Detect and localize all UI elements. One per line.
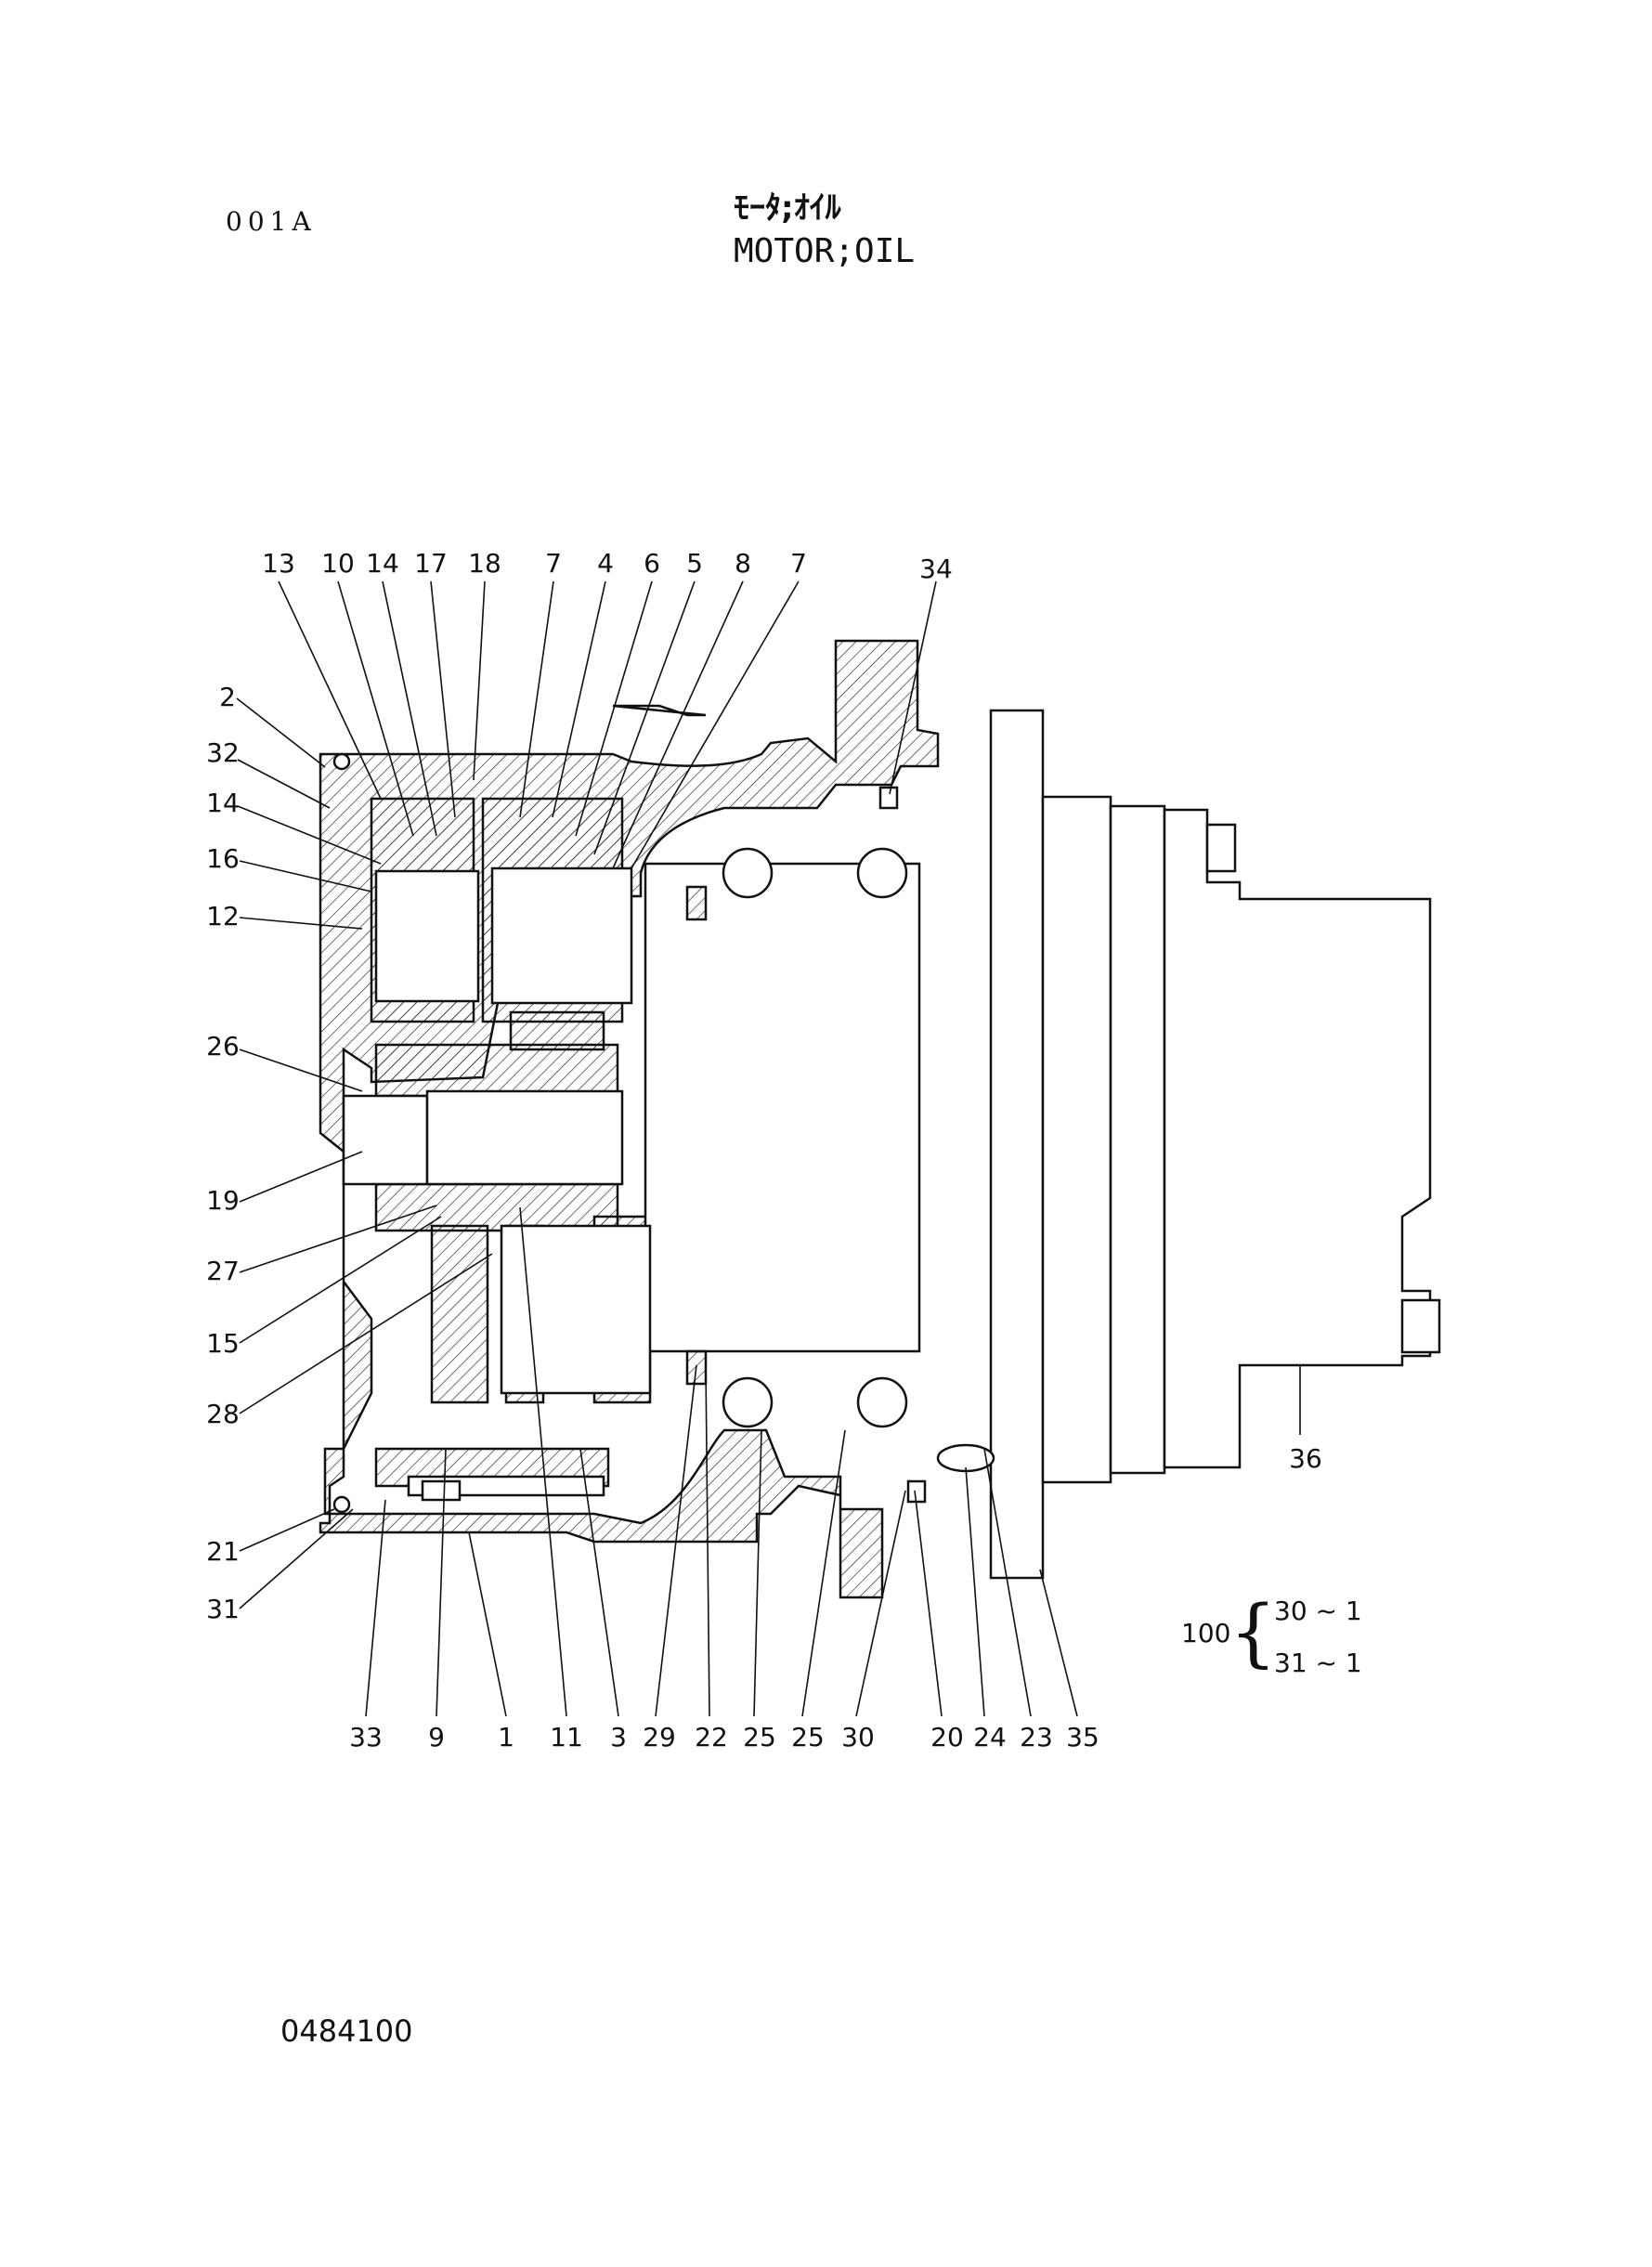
motor-body	[989, 709, 1441, 1580]
callout-8: 8	[735, 548, 751, 579]
callout-30: 30	[841, 1722, 875, 1752]
callout-14-left: 14	[206, 788, 240, 818]
callout-4: 4	[597, 548, 614, 579]
callout-23: 23	[1020, 1722, 1053, 1752]
leader-lines	[236, 580, 1301, 1717]
callout-1: 1	[498, 1722, 514, 1752]
callout-5: 5	[686, 548, 703, 579]
callout-13: 13	[262, 548, 295, 579]
callout-6: 6	[644, 548, 660, 579]
gear-housing	[319, 639, 995, 1599]
callout-21: 21	[206, 1536, 240, 1567]
callout-26: 26	[206, 1031, 240, 1062]
title-english: MOTOR;OIL	[734, 232, 916, 270]
brace-symbol: {	[1229, 1589, 1277, 1675]
title-japanese: ﾓｰﾀ;ｵｲﾙ	[734, 189, 841, 227]
callout-33: 33	[349, 1722, 383, 1752]
callout-3: 3	[610, 1722, 627, 1752]
callout-7-b: 7	[790, 548, 807, 579]
callout-14-top: 14	[366, 548, 399, 579]
callout-25-b: 25	[791, 1722, 825, 1752]
callout-11: 11	[550, 1722, 583, 1752]
callout-10: 10	[321, 548, 355, 579]
page-code: 001A	[226, 206, 317, 237]
callout-36: 36	[1289, 1443, 1322, 1474]
callout-25-a: 25	[743, 1722, 776, 1752]
callout-17: 17	[414, 548, 448, 579]
assembly-line-2: 31 ~ 1	[1274, 1648, 1362, 1678]
callout-31: 31	[206, 1594, 240, 1624]
callout-32: 32	[206, 737, 240, 768]
callout-22: 22	[695, 1722, 728, 1752]
callout-labels: 13 10 14 17 18 7 4 6 5 8 7 34 2 32 14 16…	[206, 548, 1322, 1752]
callout-27: 27	[206, 1256, 240, 1286]
callout-16: 16	[206, 843, 240, 874]
callout-24: 24	[973, 1722, 1007, 1752]
callout-15: 15	[206, 1328, 240, 1359]
callout-18: 18	[468, 548, 501, 579]
callout-20: 20	[930, 1722, 964, 1752]
assembly-number: 100	[1181, 1618, 1231, 1648]
callout-35: 35	[1066, 1722, 1099, 1752]
callout-19: 19	[206, 1185, 240, 1216]
callout-28: 28	[206, 1399, 240, 1429]
callout-29: 29	[643, 1722, 676, 1752]
callout-7-a: 7	[545, 548, 562, 579]
assembly-line-1: 30 ~ 1	[1274, 1596, 1362, 1626]
callout-9: 9	[428, 1722, 445, 1752]
callout-2: 2	[219, 682, 236, 712]
drawing-number: 0484100	[280, 2013, 413, 2049]
callout-12: 12	[206, 901, 240, 932]
callout-34: 34	[919, 554, 953, 584]
